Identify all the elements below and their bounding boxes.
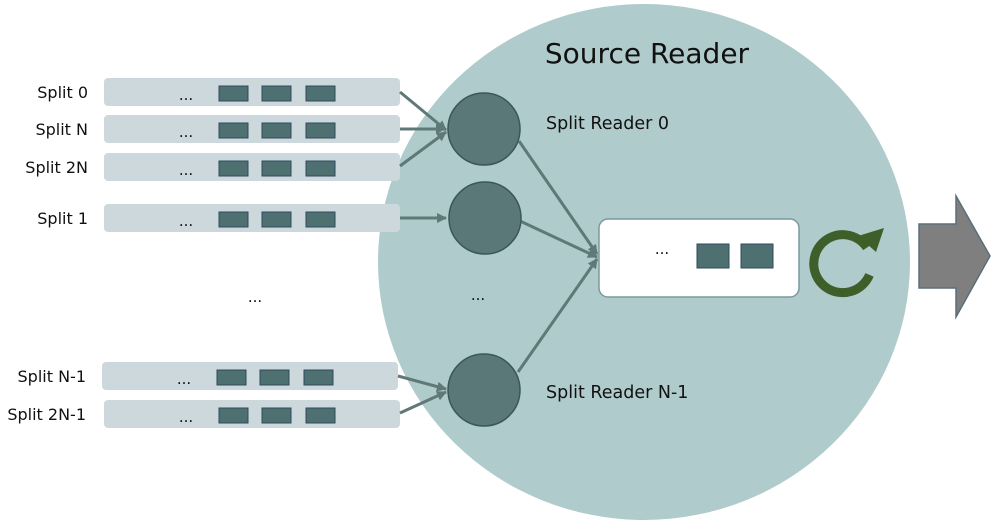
split-gap-ellipsis: ... bbox=[248, 288, 262, 306]
split-bar bbox=[104, 115, 400, 143]
split-label: Split 1 bbox=[37, 209, 88, 228]
record-block bbox=[261, 122, 292, 139]
split-ellipsis: ... bbox=[179, 123, 193, 141]
record-block bbox=[261, 407, 292, 424]
split-label: Split 0 bbox=[37, 83, 88, 102]
record-block bbox=[305, 122, 336, 139]
split-reader-node bbox=[447, 353, 521, 427]
record-block bbox=[305, 160, 336, 177]
split-row: Split 1 ... bbox=[37, 204, 400, 232]
split-row: Split 0 ... bbox=[37, 78, 400, 106]
record-block bbox=[303, 369, 334, 386]
record-block bbox=[218, 85, 249, 102]
split-reader-node bbox=[447, 92, 521, 166]
arrow bbox=[397, 374, 447, 392]
record-block bbox=[305, 85, 336, 102]
split-bar bbox=[102, 362, 398, 390]
split-label: Split N bbox=[35, 120, 88, 139]
split-reader-node bbox=[448, 181, 522, 255]
record-block bbox=[218, 211, 249, 228]
record-block bbox=[696, 243, 730, 269]
arrow bbox=[516, 258, 599, 373]
arrow bbox=[517, 140, 599, 255]
element-queue: ... bbox=[598, 218, 800, 298]
split-row: Split N-1 ... bbox=[18, 362, 398, 390]
split-ellipsis: ... bbox=[179, 408, 193, 426]
split-bar bbox=[104, 153, 400, 181]
output-arrow-icon bbox=[918, 193, 991, 320]
record-block bbox=[305, 407, 336, 424]
arrow bbox=[399, 390, 447, 415]
arrow bbox=[399, 130, 447, 168]
record-block bbox=[259, 369, 290, 386]
split-reader-label: Split Reader 0 bbox=[546, 114, 669, 134]
split-label: Split N-1 bbox=[18, 367, 86, 386]
loop-icon bbox=[809, 228, 884, 298]
split-label: Split 2N bbox=[25, 158, 88, 177]
record-block bbox=[218, 122, 249, 139]
split-ellipsis: ... bbox=[179, 161, 193, 179]
split-row: Split 2N ... bbox=[25, 153, 400, 181]
record-block bbox=[740, 243, 774, 269]
record-block bbox=[216, 369, 247, 386]
record-block bbox=[261, 211, 292, 228]
reader-gap-ellipsis: ... bbox=[471, 286, 485, 304]
reader-to-queue-arrows bbox=[516, 140, 599, 373]
record-block bbox=[218, 160, 249, 177]
split-reader-label: Split Reader N-1 bbox=[546, 383, 688, 403]
split-ellipsis: ... bbox=[179, 86, 193, 104]
record-block bbox=[305, 211, 336, 228]
arrow bbox=[399, 90, 447, 132]
split-ellipsis: ... bbox=[179, 212, 193, 230]
split-row: Split N ... bbox=[35, 115, 400, 143]
split-bar bbox=[104, 204, 400, 232]
split-bar bbox=[104, 400, 400, 428]
record-block bbox=[261, 85, 292, 102]
split-to-reader-arrows bbox=[397, 90, 447, 415]
split-label: Split 2N-1 bbox=[7, 405, 86, 424]
record-block bbox=[261, 160, 292, 177]
split-ellipsis: ... bbox=[177, 370, 191, 388]
source-reader-title: Source Reader bbox=[545, 37, 750, 70]
queue-ellipsis: ... bbox=[655, 240, 669, 258]
split-bar bbox=[104, 78, 400, 106]
split-row: Split 2N-1 ... bbox=[7, 400, 400, 428]
arrow bbox=[519, 219, 598, 259]
record-block bbox=[218, 407, 249, 424]
